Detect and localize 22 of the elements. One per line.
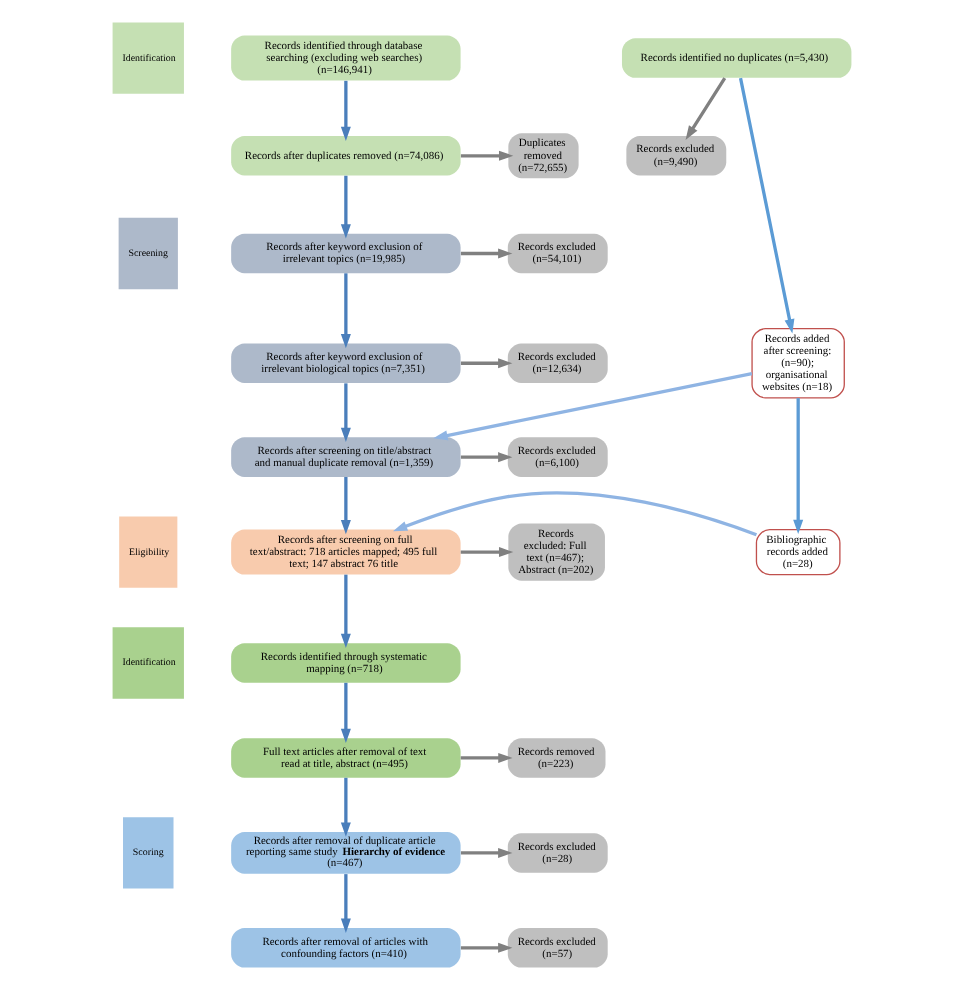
arrow [459, 846, 512, 857]
arrow [737, 76, 794, 333]
arrow [339, 79, 350, 140]
arrow [459, 149, 513, 160]
arrow [459, 941, 512, 952]
arrow [459, 357, 512, 368]
arrow [459, 451, 512, 462]
arrow [459, 247, 512, 258]
arrow [792, 397, 803, 534]
arrow [339, 272, 350, 348]
arrow [339, 174, 350, 238]
arrow [339, 476, 350, 534]
arrow [339, 776, 350, 836]
arrow [684, 76, 726, 140]
arrow [339, 873, 350, 932]
arrow [391, 490, 756, 536]
arrow [459, 751, 512, 762]
arrow [339, 681, 350, 743]
arrow [339, 382, 350, 442]
arrow [339, 573, 350, 647]
arrow [459, 546, 513, 557]
arrow [432, 371, 752, 440]
